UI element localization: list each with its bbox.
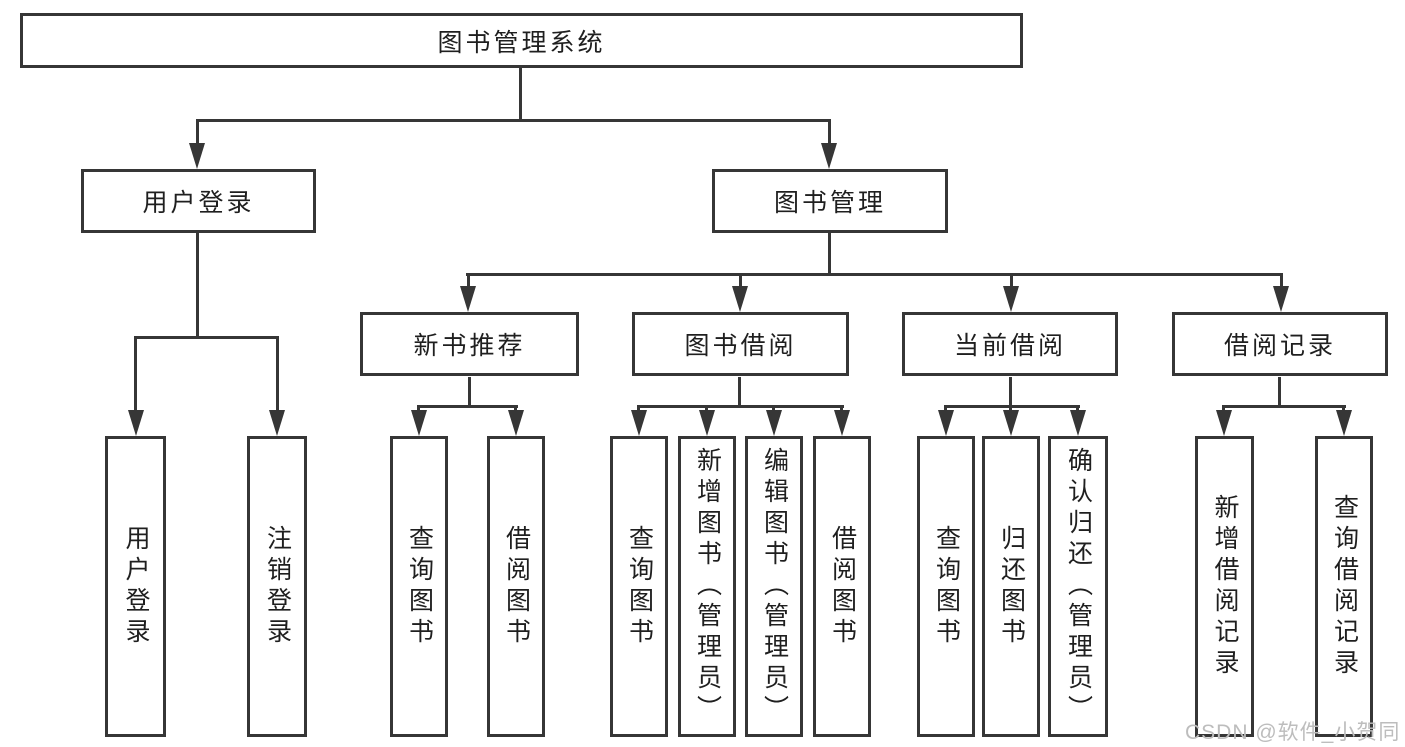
arrowhead-leaf-logout xyxy=(269,410,285,436)
connector-level2-elbow xyxy=(196,119,831,122)
connector-root-stem xyxy=(519,68,522,121)
connector-leaf-query-book-current-drop xyxy=(944,405,947,414)
connector-leaf-borrow-book-rec-drop xyxy=(514,405,517,414)
arrowhead-leaf-confirm-return xyxy=(1070,410,1086,436)
node-leaf-query-book-borrow: 查询图书 xyxy=(610,436,668,737)
arrowhead-new-book-rec xyxy=(460,286,476,312)
arrowhead-book-mgmt xyxy=(821,143,837,169)
node-leaf-query-borrow-record: 查询借阅记录 xyxy=(1315,436,1373,737)
arrowhead-leaf-return-book xyxy=(1003,410,1019,436)
connector-borrow-record-drop xyxy=(1280,273,1283,291)
node-user-login: 用户登录 xyxy=(81,169,316,233)
connector-leaf-query-record-drop xyxy=(1342,405,1345,414)
connector-user-login-drop xyxy=(196,119,199,149)
node-leaf-add-book-admin: 新增图书（管理员） xyxy=(678,436,736,737)
connector-leaf-add-record-drop xyxy=(1222,405,1225,414)
node-leaf-query-book-current: 查询图书 xyxy=(917,436,975,737)
arrowhead-leaf-query-record xyxy=(1336,410,1352,436)
arrowhead-leaf-borrow-book-borrow xyxy=(834,410,850,436)
node-book-borrow: 图书借阅 xyxy=(632,312,849,376)
arrowhead-leaf-add-record xyxy=(1216,410,1232,436)
connector-user-login-elbow xyxy=(134,336,279,339)
node-leaf-return-book: 归还图书 xyxy=(982,436,1040,737)
node-leaf-edit-book-admin: 编辑图书（管理员） xyxy=(745,436,803,737)
node-leaf-logout: 注销登录 xyxy=(247,436,307,737)
node-book-mgmt: 图书管理 xyxy=(712,169,948,233)
connector-book-mgmt-stem xyxy=(828,233,831,276)
arrowhead-current-borrow xyxy=(1003,286,1019,312)
connector-leaf-edit-book-drop xyxy=(772,405,775,414)
node-leaf-confirm-return-admin: 确认归还（管理员） xyxy=(1048,436,1108,737)
connector-book-borrow-elbow xyxy=(637,405,844,408)
node-leaf-add-borrow-record: 新增借阅记录 xyxy=(1195,436,1254,737)
connector-new-book-rec-stem xyxy=(468,377,471,408)
connector-new-book-rec-elbow xyxy=(417,405,518,408)
arrowhead-leaf-borrow-book-rec xyxy=(508,410,524,436)
connector-leaf-logout-drop xyxy=(276,336,279,414)
node-leaf-borrow-book-rec: 借阅图书 xyxy=(487,436,545,737)
connector-leaf-add-book-drop xyxy=(705,405,708,414)
connector-leaf-query-book-rec-drop xyxy=(417,405,420,414)
arrowhead-leaf-user-login xyxy=(128,410,144,436)
arrowhead-leaf-query-book-borrow xyxy=(631,410,647,436)
node-root-system: 图书管理系统 xyxy=(20,13,1023,68)
node-leaf-user-login: 用户登录 xyxy=(105,436,166,737)
connector-new-book-rec-drop xyxy=(467,273,470,291)
node-borrow-record: 借阅记录 xyxy=(1172,312,1388,376)
arrowhead-leaf-query-book-rec xyxy=(411,410,427,436)
connector-current-borrow-drop xyxy=(1010,273,1013,291)
connector-book-mgmt-drop xyxy=(828,119,831,149)
node-current-borrow: 当前借阅 xyxy=(902,312,1118,376)
arrowhead-leaf-add-book xyxy=(699,410,715,436)
connector-book-borrow-stem xyxy=(738,377,741,408)
connector-current-borrow-elbow xyxy=(944,405,1080,408)
connector-level3-elbow xyxy=(466,273,1283,276)
csdn-watermark: CSDN @软件_小贺同学 xyxy=(1185,721,1401,744)
node-leaf-query-book-rec: 查询图书 xyxy=(390,436,448,737)
connector-leaf-query-book-borrow-drop xyxy=(637,405,640,414)
node-leaf-borrow-book-borrow: 借阅图书 xyxy=(813,436,871,737)
arrowhead-user-login xyxy=(189,143,205,169)
connector-leaf-confirm-return-drop xyxy=(1076,405,1079,414)
connector-current-borrow-stem xyxy=(1009,377,1012,408)
arrowhead-leaf-edit-book xyxy=(766,410,782,436)
node-new-book-rec: 新书推荐 xyxy=(360,312,579,376)
arrowhead-book-borrow xyxy=(732,286,748,312)
arrowhead-borrow-record xyxy=(1273,286,1289,312)
connector-leaf-borrow-book-borrow-drop xyxy=(840,405,843,414)
arrowhead-leaf-query-book-current xyxy=(938,410,954,436)
connector-user-login-stem xyxy=(196,233,199,338)
connector-borrow-record-stem xyxy=(1278,377,1281,408)
connector-leaf-user-login-drop xyxy=(134,336,137,414)
connector-book-borrow-drop xyxy=(739,273,742,291)
connector-borrow-record-elbow xyxy=(1222,405,1346,408)
connector-leaf-return-book-drop xyxy=(1009,405,1012,414)
